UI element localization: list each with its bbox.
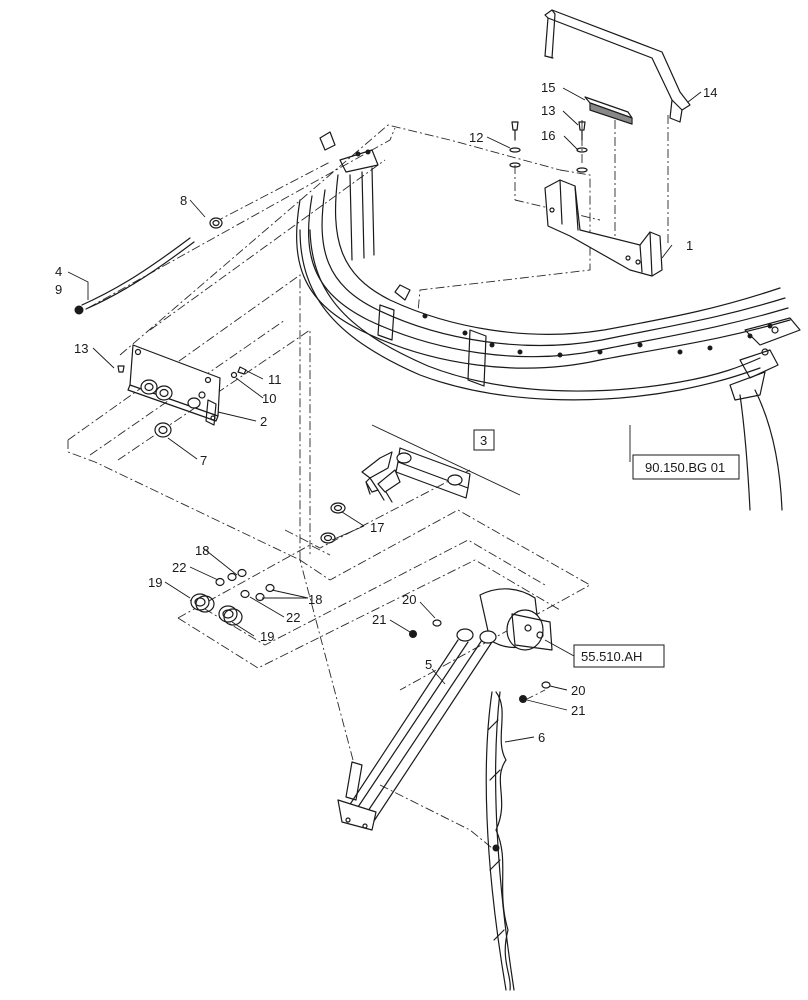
wiper-bracket-part-1 [544, 179, 663, 277]
bushing-part-7 [154, 422, 172, 438]
upper-fasteners [509, 121, 588, 173]
callout-5: 5 [425, 657, 432, 672]
callout-2: 2 [260, 414, 267, 429]
callout-12: 12 [469, 130, 483, 145]
callout-4: 4 [55, 264, 62, 279]
callout-22-left: 22 [172, 560, 186, 575]
callout-3-box: 3 [473, 429, 495, 451]
callout-3: 3 [480, 433, 487, 448]
wiper-motor [479, 588, 553, 651]
pivot-bushings [190, 568, 275, 626]
grommet-part-8 [209, 217, 223, 229]
callout-7: 7 [200, 453, 207, 468]
frame-reference-label: 90.150.BG 01 [645, 460, 725, 475]
callout-11: 11 [268, 372, 282, 387]
rubber-pad-part-15 [584, 96, 633, 125]
callout-10: 10 [262, 391, 276, 406]
motor-fasteners [409, 619, 551, 703]
rod-part-4 [74, 237, 195, 315]
motor-reference-label: 55.510.AH [581, 649, 642, 664]
callout-20-right: 20 [571, 683, 585, 698]
callout-6: 6 [538, 730, 545, 745]
grab-handle-part-14 [544, 9, 691, 123]
cab-frame [296, 131, 801, 511]
callout-14: 14 [703, 85, 717, 100]
frame-reference-box[interactable]: 90.150.BG 01 [632, 454, 740, 480]
callout-15: 15 [541, 80, 555, 95]
callout-numbers: 1 2 4 9 5 6 7 8 10 11 12 13 13 14 15 16 … [55, 80, 717, 745]
callout-21-right: 21 [571, 703, 585, 718]
plate-fasteners [117, 365, 247, 421]
mount-plate-part-2 [127, 344, 221, 426]
wiper-blade-part-6 [485, 691, 515, 991]
callout-18-right: 18 [308, 592, 322, 607]
callout-19-left: 19 [148, 575, 162, 590]
callout-13-top: 13 [541, 103, 555, 118]
wiper-arm-part-5 [337, 628, 497, 831]
callout-1: 1 [686, 238, 693, 253]
callout-18-top: 18 [195, 543, 209, 558]
assembly-lines [67, 115, 669, 849]
callout-16: 16 [541, 128, 555, 143]
leader-lines [67, 87, 702, 743]
callout-17: 17 [370, 520, 384, 535]
callout-13-left: 13 [74, 341, 88, 356]
motor-reference-box[interactable]: 55.510.AH [573, 644, 665, 668]
washers-part-17 [320, 502, 346, 544]
callout-22-right: 22 [286, 610, 300, 625]
frame-fasteners [355, 149, 773, 358]
callout-9: 9 [55, 282, 62, 297]
callout-19-right: 19 [260, 629, 274, 644]
callout-8: 8 [180, 193, 187, 208]
callout-21-left: 21 [372, 612, 386, 627]
linkage-assembly-part-3 [361, 424, 521, 503]
callout-20-left: 20 [402, 592, 416, 607]
